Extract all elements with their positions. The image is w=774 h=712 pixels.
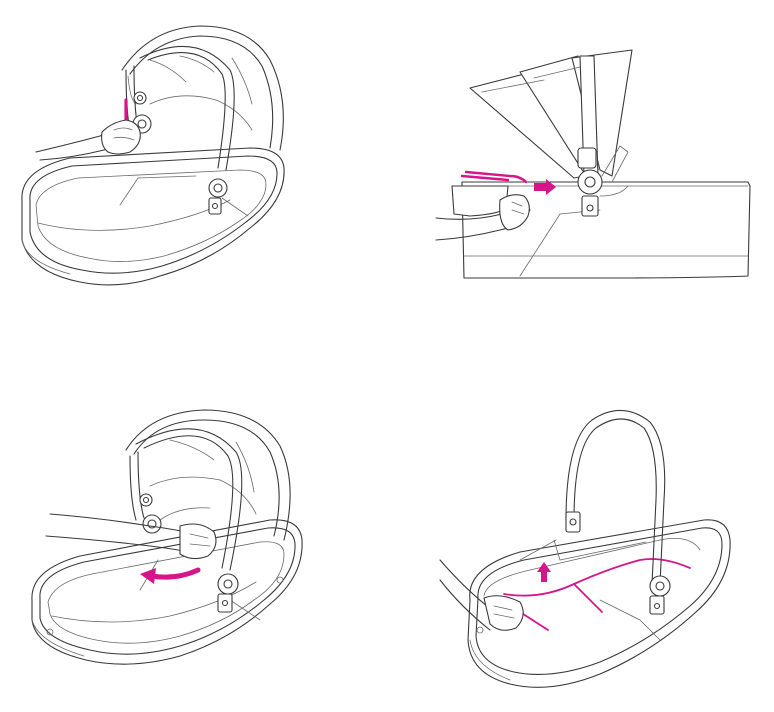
step-2-canopy-strap — [460, 170, 528, 184]
step-4-panel — [439, 409, 731, 688]
step-3-hand — [45, 513, 217, 560]
step-3-hinge — [139, 493, 239, 613]
step-2-handle-bar — [577, 55, 629, 217]
step-3-canopy — [125, 409, 291, 541]
step-2-panel — [435, 49, 751, 279]
step-1-hand — [35, 119, 141, 161]
step-1-canopy — [121, 25, 284, 151]
step-4-bassinet — [467, 519, 731, 688]
step-2-canopy — [469, 49, 633, 179]
step-3-panel — [31, 409, 303, 665]
step-2-arrow-right-icon — [534, 179, 556, 195]
step-1-hinge — [124, 91, 228, 215]
step-4-hand — [439, 559, 524, 631]
step-1-panel — [21, 25, 285, 286]
step-4-handle-bar — [565, 409, 671, 615]
step-2-bassinet — [461, 181, 751, 279]
step-1-bassinet — [21, 147, 285, 286]
step-3-curved-arrow-icon — [140, 567, 201, 584]
step-3-handle-bar — [129, 428, 243, 571]
step-3-bassinet — [31, 519, 303, 665]
step-2-hand — [435, 185, 531, 241]
step-4-arrow-up-icon — [537, 562, 551, 582]
